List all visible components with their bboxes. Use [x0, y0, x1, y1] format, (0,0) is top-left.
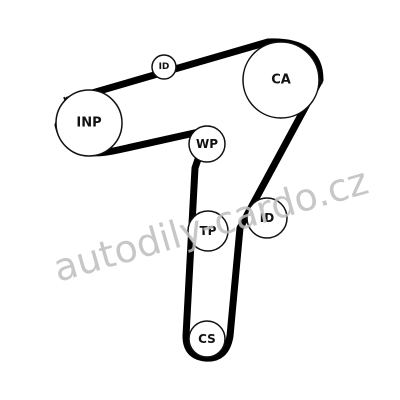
pulley-id-upper: ID: [151, 54, 177, 80]
pulley-tp-label: TP: [200, 224, 217, 238]
pulley-id-upper-label: ID: [159, 62, 170, 72]
pulley-id-lower-label: ID: [260, 211, 274, 225]
pulley-cs: CS: [188, 320, 226, 358]
pulley-wp: WP: [188, 125, 226, 163]
watermark-text: autodily-cardo.cz: [48, 159, 373, 291]
pulley-inp: INP: [55, 89, 123, 157]
pulley-wp-label: WP: [196, 137, 218, 151]
pulley-ca: CA: [242, 41, 320, 119]
pulley-id-lower: ID: [246, 197, 288, 239]
pulley-ca-label: CA: [271, 73, 291, 88]
pulley-tp: TP: [187, 210, 229, 252]
pulley-inp-label: INP: [76, 116, 101, 131]
pulley-cs-label: CS: [198, 332, 216, 346]
